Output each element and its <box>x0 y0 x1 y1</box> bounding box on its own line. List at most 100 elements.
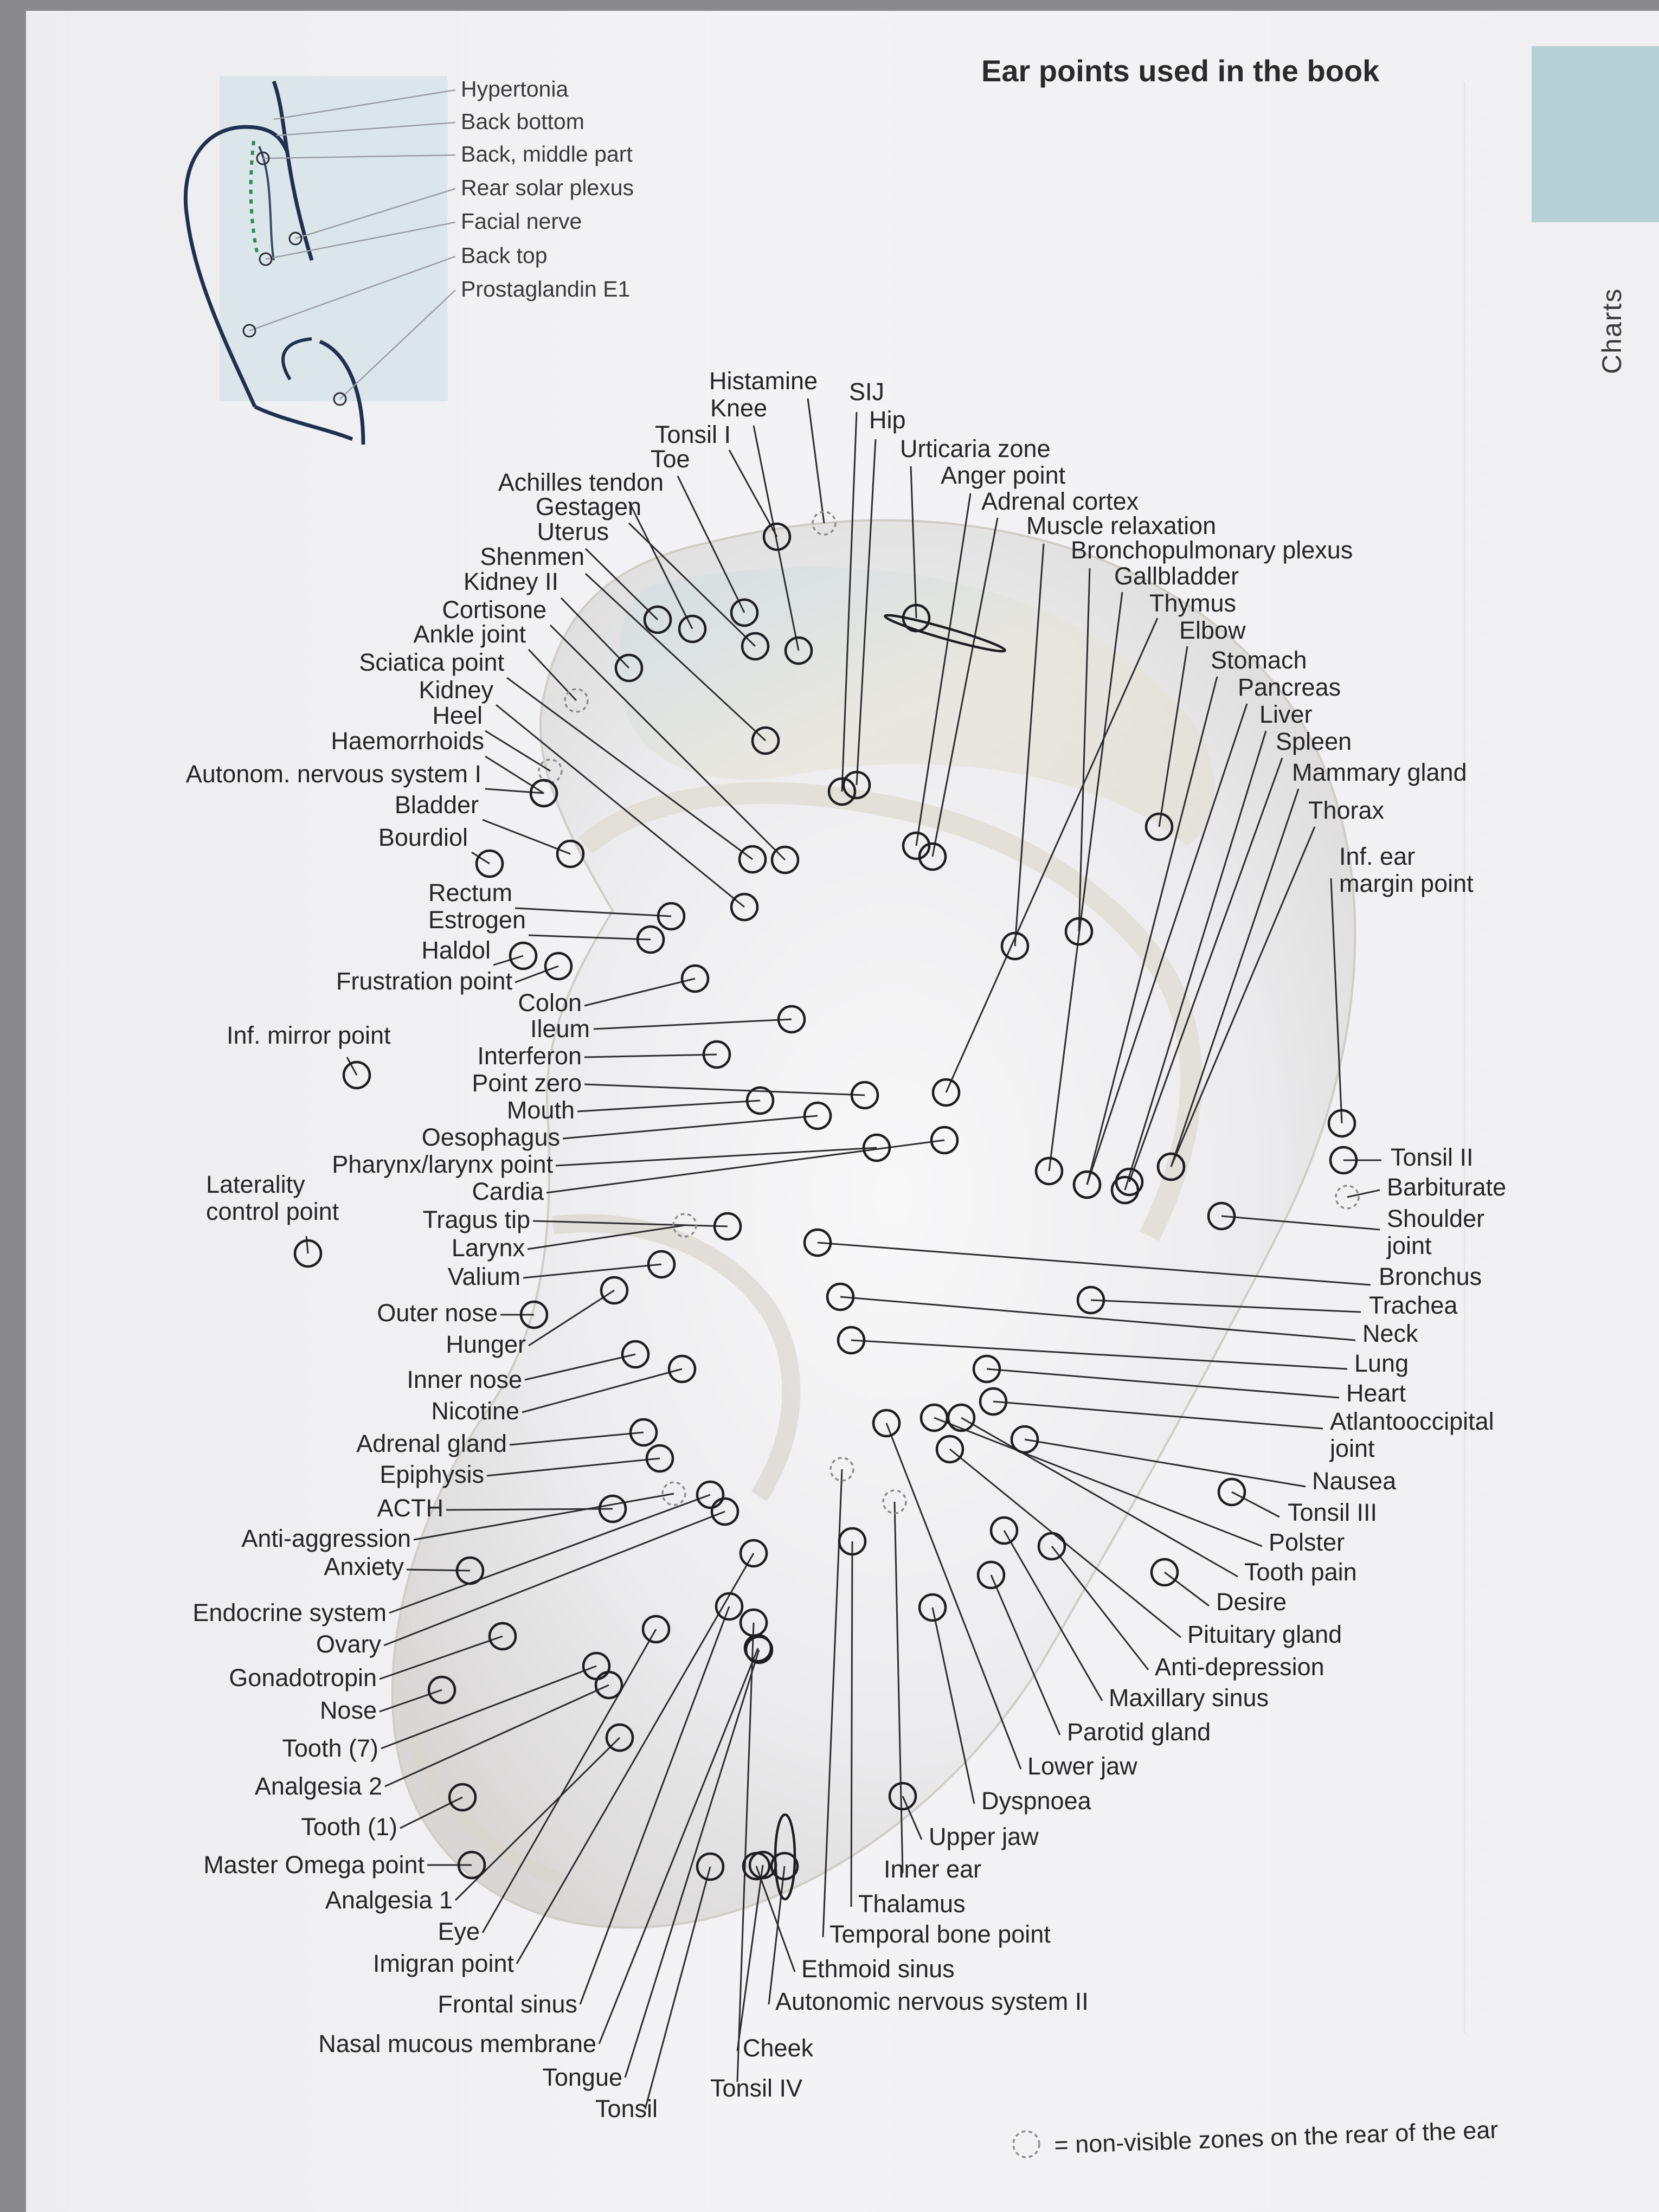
leader-knee <box>753 425 800 651</box>
label-parotid-gland: Parotid gland <box>1067 1718 1211 1746</box>
leader-inf-mirror-point <box>346 1057 358 1076</box>
label-outer-nose: Outer nose <box>377 1299 498 1327</box>
label-point-zero: Point zero <box>472 1069 582 1097</box>
point-uterus <box>643 605 672 634</box>
label-anxiety: Anxiety <box>324 1553 404 1580</box>
leader-bourdiol <box>471 851 490 865</box>
point-heart <box>972 1354 1001 1384</box>
ear-shape <box>391 519 1356 1929</box>
inset-groove <box>258 146 275 261</box>
leader-thorax <box>1170 826 1316 1167</box>
label-desire: Desire <box>1216 1588 1287 1616</box>
point-larynx <box>672 1213 697 1238</box>
point-kidney-ii <box>614 653 644 683</box>
label-tonsil-ii: Tonsil II <box>1391 1143 1474 1171</box>
label-nasal-mucous-membrane: Nasal mucous membrane <box>318 2030 596 2057</box>
label-lower-jaw: Lower jaw <box>1027 1752 1137 1780</box>
leader-spleen <box>1128 757 1283 1182</box>
leader-nose <box>379 1689 442 1713</box>
point-nicotine <box>667 1354 697 1384</box>
point-frustration-point <box>544 951 573 981</box>
leader-barbiturate <box>1347 1189 1380 1198</box>
label-shenmen: Shenmen <box>480 543 584 570</box>
leader-cheek <box>736 1864 764 2052</box>
label-elbow: Elbow <box>1179 616 1246 644</box>
label-tonsil-iv: Tonsil IV <box>710 2074 802 2102</box>
point-shoulder-joint <box>1207 1201 1236 1231</box>
label-hunger: Hunger <box>446 1330 526 1358</box>
label-shoulder-joint-line-1: Shoulder <box>1387 1205 1484 1232</box>
point-muscle-relaxation <box>1000 931 1030 961</box>
label-valium: Valium <box>448 1263 520 1290</box>
leader-inf-ear-margin-point <box>1330 878 1343 1124</box>
point-temporal-bone-point <box>829 1457 854 1482</box>
label-eye: Eye <box>438 1918 480 1945</box>
legend-text: = non-visible zones on the rear of the e… <box>1054 2115 1499 2159</box>
point-lower-jaw <box>872 1409 901 1438</box>
point-master-omega-point <box>457 1850 486 1880</box>
label-laterality-control-point-line-1: Laterality <box>206 1171 305 1198</box>
point-tooth-1 <box>448 1783 477 1812</box>
leader-ileum <box>593 1018 792 1030</box>
inset-point-back-top <box>242 324 256 338</box>
leader-sij <box>841 411 858 792</box>
leader-lung <box>851 1339 1348 1370</box>
label-cheek: Cheek <box>743 2034 814 2062</box>
leader-tooth-7 <box>381 1665 597 1750</box>
label-adrenal-gland: Adrenal gland <box>356 1430 507 1457</box>
inset-vein <box>249 140 259 255</box>
leader-bladder <box>482 819 571 855</box>
leader-bronchopulmonary-plexus <box>1078 568 1091 932</box>
point-tonsil-iii <box>1217 1477 1246 1507</box>
legend: = non-visible zones on the rear of the e… <box>1012 2115 1499 2159</box>
leader-upper-jaw <box>902 1796 923 1840</box>
label-tonsil-i: Tonsil I <box>655 421 731 448</box>
inset-point-back-middle-part <box>256 151 270 165</box>
label-frustration-point: Frustration point <box>336 967 513 995</box>
point-oesophagus <box>803 1101 832 1130</box>
leader-interferon <box>584 1053 717 1058</box>
point-atlantooccipital-joint <box>979 1387 1008 1416</box>
point-endocrine-system <box>696 1480 725 1509</box>
label-ovary: Ovary <box>316 1630 382 1658</box>
label-epiphysis: Epiphysis <box>380 1461 484 1488</box>
leader-tonsil <box>644 1866 711 2110</box>
leader-tragus-tip <box>532 1220 728 1227</box>
label-dyspnoea: Dyspnoea <box>981 1787 1092 1815</box>
inset-leader-back-bottom <box>276 121 456 137</box>
label-rectum: Rectum <box>428 879 512 906</box>
inset-ear-outline <box>183 125 257 408</box>
point-gestagen <box>741 632 770 661</box>
label-tongue: Tongue <box>542 2063 622 2091</box>
leader-cardia <box>546 1139 945 1194</box>
point-cortisone <box>770 845 800 874</box>
point-gallbladder <box>1034 1156 1064 1186</box>
point-tooth-pain <box>947 1403 976 1432</box>
leader-colon <box>584 978 696 1007</box>
label-tooth-pain: Tooth pain <box>1244 1558 1357 1586</box>
point-pancreas <box>1072 1170 1102 1199</box>
label-kidney: Kidney <box>419 676 493 704</box>
point-analgesia-2 <box>594 1670 623 1700</box>
label-liver: Liver <box>1259 700 1313 728</box>
inset-ear-top <box>254 125 290 153</box>
leader-neck <box>840 1296 1356 1341</box>
label-tragus-tip: Tragus tip <box>423 1206 530 1233</box>
ear-lobe-shade <box>405 1732 567 1888</box>
label-thalamus: Thalamus <box>858 1890 966 1918</box>
leader-ovary <box>383 1510 725 1647</box>
inset-label-facial-nerve: Facial nerve <box>461 209 582 234</box>
point-haldol <box>509 941 538 970</box>
point-hunger <box>600 1276 629 1305</box>
inset-label-back-top: Back top <box>461 243 548 268</box>
label-gallbladder: Gallbladder <box>1114 562 1239 590</box>
leader-tonsil-i <box>728 449 778 537</box>
label-haldol: Haldol <box>421 936 491 964</box>
label-autonom-nervous-system-i: Autonom. nervous system I <box>186 760 481 788</box>
leader-mammary-gland <box>1170 788 1300 1167</box>
leader-frontal-sinus <box>579 1606 730 2005</box>
label-interferon: Interferon <box>477 1042 582 1070</box>
label-mammary-gland: Mammary gland <box>1292 758 1467 786</box>
